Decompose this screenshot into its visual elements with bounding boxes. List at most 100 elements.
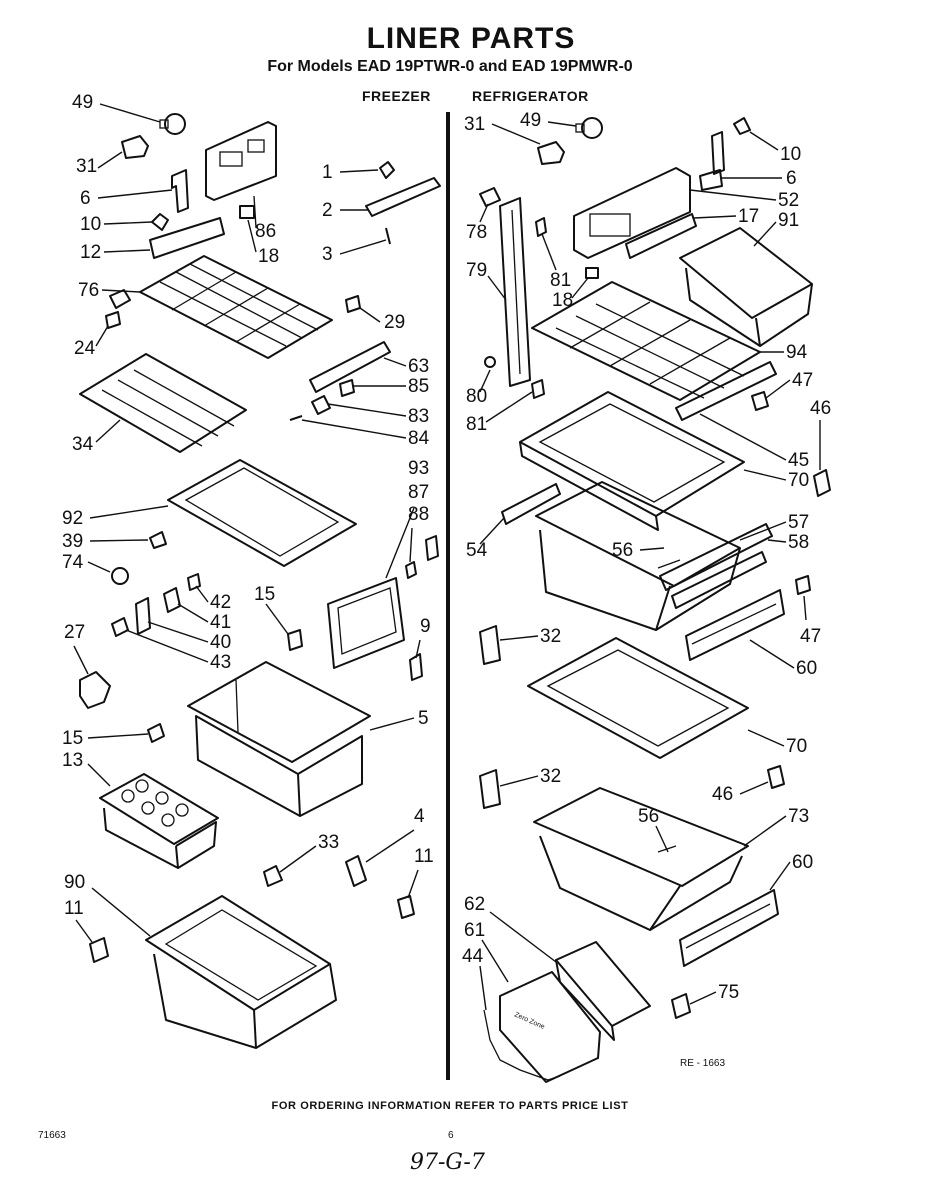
callout-label: 24: [74, 338, 96, 359]
page-title: LINER PARTS: [366, 22, 576, 55]
refrigerator-crisper-front-lower: [679, 889, 779, 967]
callout-label: 10: [80, 214, 101, 235]
callout-label: 87: [408, 482, 429, 503]
freezer-roller-assembly: [289, 379, 355, 421]
callout-leader-lines: [73, 103, 821, 1011]
callout-label: 57: [788, 512, 809, 533]
callout-label: 81: [550, 270, 571, 291]
callout-label: 75: [718, 982, 739, 1003]
callout-label: 52: [778, 190, 799, 211]
callout-label: 49: [520, 110, 541, 131]
freezer-glass-shelf: [167, 459, 357, 567]
callout-label: 62: [464, 894, 485, 915]
callout-label: 6: [80, 188, 91, 209]
freezer-small-parts: [79, 531, 303, 743]
callout-label: 83: [408, 406, 429, 427]
callout-label: 11: [64, 898, 84, 919]
refrigerator-shelf-ladder: [499, 197, 531, 387]
callout-label: 34: [72, 434, 94, 455]
refrigerator-meat-drawer-clip: [671, 993, 691, 1019]
callout-label: 2: [322, 200, 333, 221]
callout-label: 94: [786, 342, 808, 363]
callout-label: 18: [258, 246, 279, 267]
callout-label: 9: [420, 616, 431, 637]
left-code: 71663: [38, 1130, 66, 1141]
freezer-lower-wire-shelf: [79, 353, 247, 453]
callout-label: 15: [254, 584, 275, 605]
callout-label: 73: [788, 806, 809, 827]
callout-label: 60: [792, 852, 813, 873]
callout-label: 3: [322, 244, 333, 265]
refrigerator-crisper-cover-upper: [519, 391, 745, 531]
footer-note: FOR ORDERING INFORMATION REFER TO PARTS …: [271, 1100, 629, 1112]
page-number: 6: [448, 1130, 454, 1141]
refrigerator-shelf-trim: [675, 361, 777, 421]
callout-label: 79: [466, 260, 487, 281]
section-label-refrigerator: REFRIGERATOR: [472, 88, 589, 104]
page-subtitle: For Models EAD 19PTWR-0 and EAD 19PMWR-0: [267, 58, 633, 75]
refrigerator-meat-drawer-front: Zero Zone: [499, 971, 601, 1083]
callout-label: 70: [788, 470, 809, 491]
section-label-freezer: FREEZER: [362, 88, 431, 104]
callout-label: 56: [612, 540, 633, 561]
callout-label: 11: [414, 846, 434, 867]
callout-label: 58: [788, 532, 809, 553]
drawer-front-printed-label: Zero Zone: [513, 1011, 545, 1031]
freezer-light-socket: [121, 135, 149, 159]
callout-label: 60: [796, 658, 817, 679]
callout-label: 45: [788, 450, 809, 471]
callout-label: 33: [318, 832, 339, 853]
callout-label: 12: [80, 242, 101, 263]
refrigerator-liner-wall-section: [483, 1009, 561, 1081]
callout-label: 76: [78, 280, 99, 301]
callout-label: 86: [255, 221, 276, 242]
callout-label: 78: [466, 222, 487, 243]
refrigerator-crisper-upper: [535, 481, 773, 631]
refrigerator-light-bulb: [575, 117, 603, 139]
freezer-lower-small-parts: [89, 855, 415, 963]
callout-label: 18: [552, 290, 573, 311]
refrigerator-crisper-cover-lower: [527, 637, 749, 759]
freezer-control-housing: [205, 121, 277, 201]
refrigerator-control-bracket: [699, 117, 751, 191]
callout-label: 40: [210, 632, 231, 653]
freezer-trim-strip: [309, 341, 391, 393]
refrigerator-small-fasteners: [479, 187, 599, 399]
refrigerator-meat-drawer-cover: [555, 941, 651, 1041]
callout-label: 43: [210, 652, 231, 673]
callout-label: 63: [408, 356, 429, 377]
callout-label: 27: [64, 622, 85, 643]
callout-label: 41: [210, 612, 231, 633]
callout-label: 47: [800, 626, 821, 647]
refrigerator-crisper-front-upper: [685, 589, 785, 661]
callout-label: 32: [540, 766, 561, 787]
refrigerator-control-housing: [573, 167, 691, 259]
callout-label: 81: [466, 414, 487, 435]
callout-label: 74: [62, 552, 84, 573]
freezer-basket: [187, 661, 371, 817]
refrigerator-support-46: [813, 469, 831, 497]
freezer-thermostat-knob: [151, 213, 169, 231]
callout-label: 85: [408, 376, 429, 397]
callout-label: 5: [418, 708, 429, 729]
freezer-cap: [239, 205, 255, 219]
callout-label: 92: [62, 508, 83, 529]
handwritten-note: 97-G-7: [410, 1150, 485, 1175]
callout-label: 31: [76, 156, 97, 177]
callout-label: 15: [62, 728, 83, 749]
callout-label: 91: [778, 210, 799, 231]
callout-label: 56: [638, 806, 659, 827]
refrigerator-light-shield: [625, 213, 697, 259]
ice-cube-tray: [99, 773, 219, 869]
callout-label: 49: [72, 92, 93, 113]
freezer-bin: [145, 895, 337, 1049]
freezer-shelf-support-left: [105, 289, 131, 329]
callout-label: 90: [64, 872, 85, 893]
freezer-shelf-support-right: [345, 295, 361, 313]
freezer-shelf-bracket-set: [365, 161, 441, 245]
refrigerator-side-fasteners: [479, 575, 811, 809]
callout-label: 93: [408, 458, 429, 479]
callout-label: 54: [466, 540, 488, 561]
